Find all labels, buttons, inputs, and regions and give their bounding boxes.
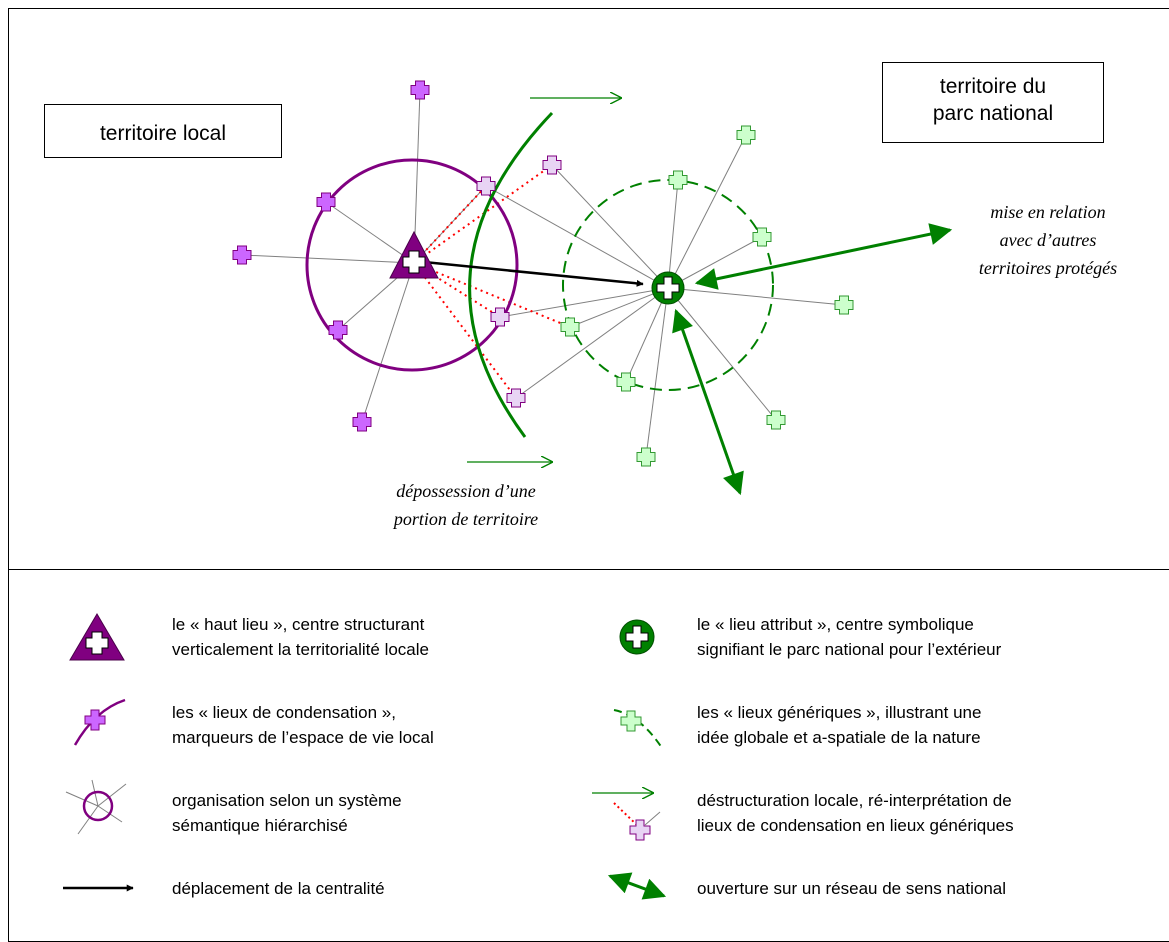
reinterpreted-place-cross <box>542 155 562 175</box>
generic-place-cross <box>616 372 636 392</box>
legend-lieu-attribut-line2: signifiant le parc national pour l’extér… <box>697 640 1002 659</box>
generic-place-cross <box>668 170 688 190</box>
legend-deplacement-label: déplacement de la centralité <box>172 879 385 898</box>
annotation-relation-line3: territoires protégés <box>979 258 1117 278</box>
condensation-place-cross <box>410 80 430 100</box>
legend-ouverture-icon <box>607 872 667 900</box>
condensation-place-cross <box>352 412 372 432</box>
legend-haut-lieu-line1: le « haut lieu », centre structurant <box>172 615 425 634</box>
generic-place-cross <box>736 125 756 145</box>
legend-condensation-line2: marqueurs de l’espace de vie local <box>172 728 434 747</box>
legend-organisation-line1: organisation selon un système <box>172 791 402 810</box>
territoire-local-label: territoire local <box>100 122 226 145</box>
reinterpreted-place-cross <box>476 176 496 196</box>
legend-lieu-attribut-icon <box>619 619 655 655</box>
territoire-parc-label-line1: territoire du <box>940 75 1046 98</box>
annotation-relation-line2: avec d’autres <box>1000 230 1097 250</box>
reinterpreted-place-cross <box>506 388 526 408</box>
generic-place-cross <box>560 317 580 337</box>
red-dotted-links <box>413 164 571 399</box>
local-circle <box>305 158 519 372</box>
reinterpreted-place-cross <box>490 307 510 327</box>
condensation-place-cross <box>232 245 252 265</box>
legend-haut-lieu-icon <box>69 613 125 661</box>
condensation-places <box>232 80 562 432</box>
legend-generiques-icon <box>613 709 663 749</box>
legend-lieu-attribut-line1: le « lieu attribut », centre symbolique <box>697 615 974 634</box>
box-territoire-parc: territoire du parc national <box>882 62 1104 143</box>
boundary-arc <box>468 111 554 438</box>
legend-condensation-icon <box>73 698 126 746</box>
legend-generiques-line2: idée globale et a-spatiale de la nature <box>697 728 981 747</box>
legend-organisation-icon <box>65 779 127 835</box>
condensation-place-cross <box>316 192 336 212</box>
centrality-arrow <box>423 260 644 287</box>
annotation-relation-line1: mise en relation <box>990 202 1105 222</box>
legend-destructuration-icon <box>592 793 661 841</box>
generic-places <box>560 125 854 467</box>
annotation-depossession-line1: dépossession d’une <box>396 481 535 501</box>
annotation-depossession-line2: portion de territoire <box>392 509 538 529</box>
generic-place-cross <box>636 447 656 467</box>
condensation-place-cross <box>328 320 348 340</box>
generic-place-cross <box>834 295 854 315</box>
legend-generiques-line1: les « lieux génériques », illustrant une <box>697 703 981 722</box>
legend-destructuration-line2: lieux de condensation en lieux générique… <box>697 816 1014 835</box>
legend-ouverture-label: ouverture sur un réseau de sens national <box>697 879 1006 898</box>
legend-organisation-line2: sémantique hiérarchisé <box>172 816 348 835</box>
lieu-attribut-icon <box>651 271 685 305</box>
generic-place-cross <box>766 410 786 430</box>
legend-destructuration-line1: déstructuration locale, ré-interprétatio… <box>697 791 1012 810</box>
legend-condensation-line1: les « lieux de condensation », <box>172 703 396 722</box>
national-double-arrow <box>672 308 744 496</box>
legend-haut-lieu-line2: verticalement la territorialité locale <box>172 640 429 659</box>
generic-place-cross <box>752 227 772 247</box>
haut-lieu-icon <box>389 230 439 279</box>
territoire-parc-label-line2: parc national <box>933 102 1053 125</box>
relation-double-arrow <box>694 223 953 290</box>
box-territoire-local: territoire local <box>44 104 282 158</box>
